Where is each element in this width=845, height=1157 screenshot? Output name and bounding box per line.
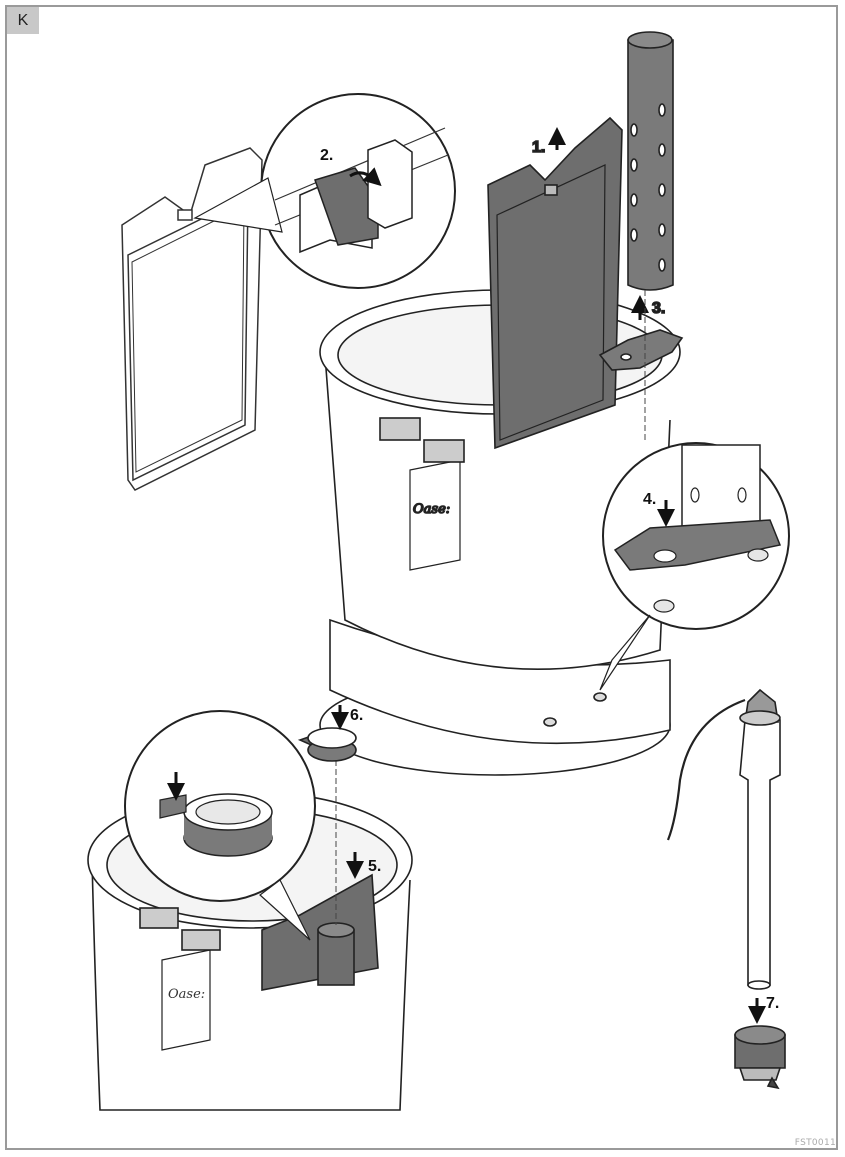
brand-logo-main: Oase:: [413, 502, 450, 517]
step-3-label: 3.: [652, 300, 665, 317]
step-6-label: 6.: [350, 707, 363, 724]
lamp-cap: [735, 1026, 785, 1088]
step-1-label: 1.: [532, 139, 545, 156]
step-7-label: 7.: [766, 995, 779, 1012]
filter-panel-main: 1.: [488, 118, 622, 448]
step-5-label: 5.: [368, 858, 381, 875]
uvc-lamp: 7.: [668, 690, 780, 1015]
brand-logo-bottom: Oase:: [168, 987, 205, 1002]
step-2-label: 2.: [320, 147, 333, 164]
step-4-label: 4.: [643, 491, 656, 508]
document-code: FST0011: [795, 1138, 836, 1148]
